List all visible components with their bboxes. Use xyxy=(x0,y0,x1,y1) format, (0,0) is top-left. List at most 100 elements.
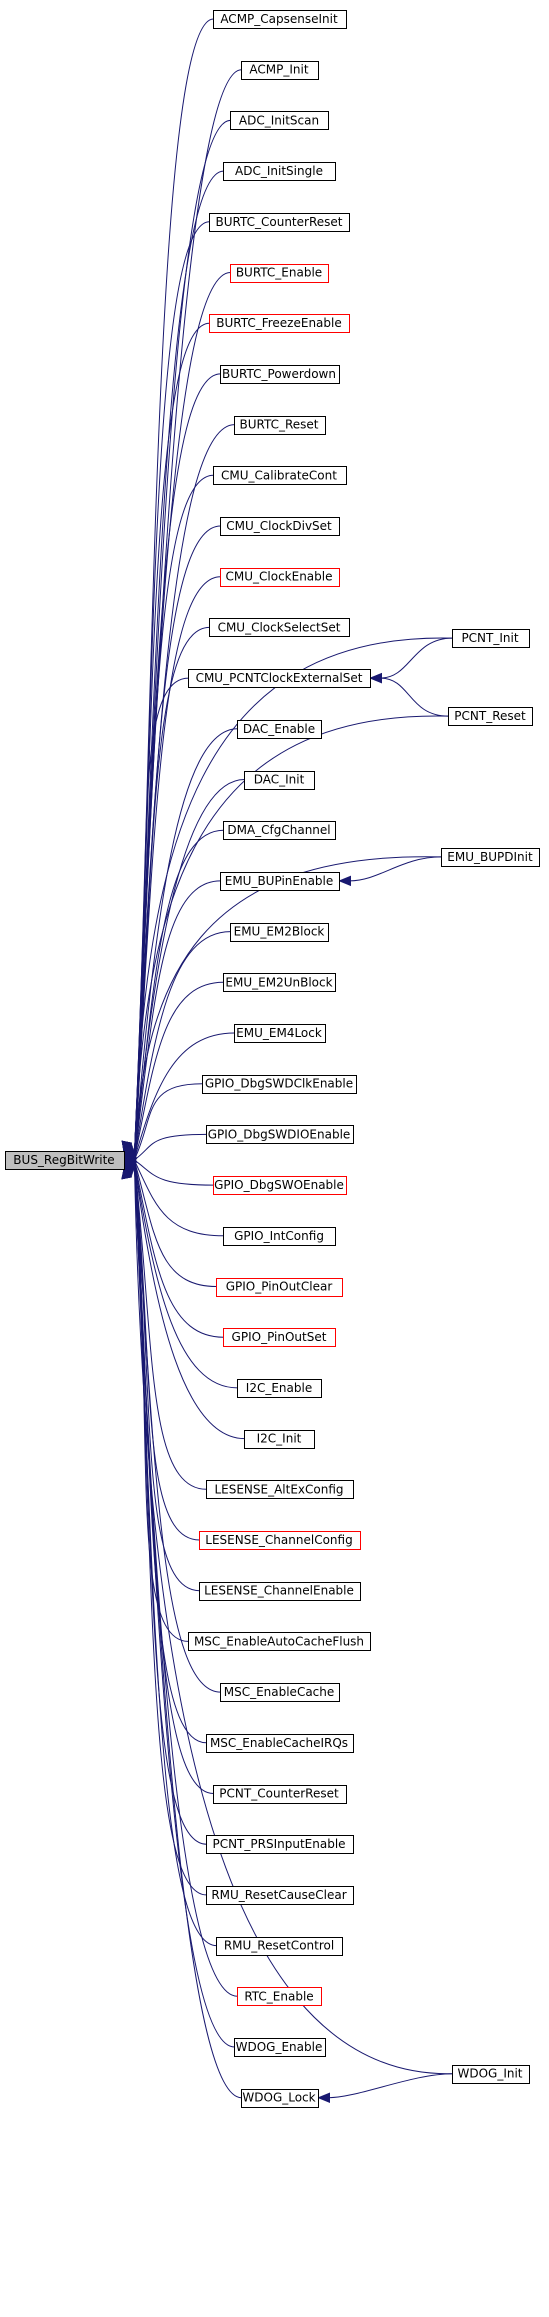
node-box xyxy=(213,466,347,485)
node-burtc-freezeenable[interactable]: BURTC_FreezeEnable xyxy=(209,314,350,333)
node-lesense-altexconfig[interactable]: LESENSE_AltExConfig xyxy=(206,1480,354,1499)
node-label: ADC_InitScan xyxy=(239,113,319,127)
node-acmp-init[interactable]: ACMP_Init xyxy=(241,61,319,80)
node-box xyxy=(213,1176,347,1195)
node-cmu-pcntclockexternalset[interactable]: CMU_PCNTClockExternalSet xyxy=(188,669,371,688)
node-emu-bupdinit[interactable]: EMU_BUPDInit xyxy=(441,848,540,867)
node-acmp-capsenseinit[interactable]: ACMP_CapsenseInit xyxy=(213,10,347,29)
node-label: GPIO_DbgSWDClkEnable xyxy=(205,1077,353,1091)
node-gpio-dbgswoenable[interactable]: GPIO_DbgSWOEnable xyxy=(213,1176,347,1195)
node-emu-em4lock[interactable]: EMU_EM4Lock xyxy=(234,1024,326,1043)
node-box xyxy=(206,1480,354,1499)
node-cmu-clockenable[interactable]: CMU_ClockEnable xyxy=(220,568,340,587)
edge-cmu-clockdivset xyxy=(134,525,221,1155)
node-dma-cfgchannel[interactable]: DMA_CfgChannel xyxy=(223,821,336,840)
node-box xyxy=(220,517,340,536)
node-label: RMU_ResetControl xyxy=(224,1939,334,1953)
node-box xyxy=(452,629,530,648)
node-label: BURTC_CounterReset xyxy=(216,215,343,229)
edge-i2c-enable xyxy=(134,1161,238,1389)
node-wdog-lock[interactable]: WDOG_Lock xyxy=(241,2089,319,2108)
node-lesense-channelenable[interactable]: LESENSE_ChannelEnable xyxy=(199,1582,361,1601)
edge-emu-bupinenable xyxy=(134,880,221,1158)
node-box xyxy=(188,1632,371,1651)
node-msc-enablecacheirqs[interactable]: MSC_EnableCacheIRQs xyxy=(206,1734,354,1753)
node-pcnt-init[interactable]: PCNT_Init xyxy=(452,629,530,648)
node-gpio-dbgswdioenable[interactable]: GPIO_DbgSWDIOEnable xyxy=(206,1125,354,1144)
node-pcnt-prsinputenable[interactable]: PCNT_PRSInputEnable xyxy=(206,1835,354,1854)
node-box xyxy=(223,1227,336,1246)
node-label: WDOG_Lock xyxy=(242,2091,315,2105)
node-label: GPIO_DbgSWOEnable xyxy=(214,1178,344,1192)
node-dac-init[interactable]: DAC_Init xyxy=(244,771,315,790)
node-box xyxy=(244,771,315,790)
node-box xyxy=(230,923,329,942)
edge-dac-enable xyxy=(134,728,238,1157)
node-burtc-enable[interactable]: BURTC_Enable xyxy=(230,264,329,283)
node-label: BURTC_Powerdown xyxy=(222,367,336,381)
node-label: CMU_CalibrateCont xyxy=(221,468,337,482)
node-wdog-enable[interactable]: WDOG_Enable xyxy=(234,2038,326,2057)
node-label: PCNT_Init xyxy=(461,631,518,645)
node-label: GPIO_IntConfig xyxy=(234,1229,324,1243)
node-pcnt-counterreset[interactable]: PCNT_CounterReset xyxy=(213,1785,347,1804)
node-i2c-enable[interactable]: I2C_Enable xyxy=(237,1379,322,1398)
edge-i2c-init xyxy=(134,1162,245,1440)
node-label: DAC_Enable xyxy=(243,722,315,736)
node-i2c-init[interactable]: I2C_Init xyxy=(244,1430,315,1449)
node-cmu-clockdivset[interactable]: CMU_ClockDivSet xyxy=(220,517,340,536)
node-pcnt-reset[interactable]: PCNT_Reset xyxy=(448,707,533,726)
node-dac-enable[interactable]: DAC_Enable xyxy=(237,720,322,739)
node-rtc-enable[interactable]: RTC_Enable xyxy=(237,1987,322,2006)
edge-pcnt-init-to-root xyxy=(134,637,453,1156)
node-burtc-powerdown[interactable]: BURTC_Powerdown xyxy=(220,365,340,384)
node-bus-regbitwrite[interactable]: BUS_RegBitWrite xyxy=(5,1151,125,1170)
arrow-wdog-init-to-wdog-lock xyxy=(317,2092,330,2103)
node-rmu-resetcauseclear[interactable]: RMU_ResetCauseClear xyxy=(206,1886,354,1905)
node-label: BURTC_FreezeEnable xyxy=(216,316,342,330)
edge-wdog-init-to-wdog-lock xyxy=(328,2073,453,2099)
node-gpio-dbgswdclkenable[interactable]: GPIO_DbgSWDClkEnable xyxy=(202,1075,357,1094)
edge-acmp-capsenseinit xyxy=(134,18,214,1154)
node-cmu-clockselectset[interactable]: CMU_ClockSelectSet xyxy=(209,618,350,637)
node-label: ACMP_Init xyxy=(249,63,308,77)
node-burtc-reset[interactable]: BURTC_Reset xyxy=(234,416,326,435)
node-gpio-pinoutset[interactable]: GPIO_PinOutSet xyxy=(223,1328,336,1347)
node-gpio-intconfig[interactable]: GPIO_IntConfig xyxy=(223,1227,336,1246)
node-label: GPIO_PinOutClear xyxy=(226,1280,333,1294)
edge-rmu-resetcontrol xyxy=(134,1166,217,1947)
node-box xyxy=(448,707,533,726)
node-emu-em2block[interactable]: EMU_EM2Block xyxy=(230,923,329,942)
node-box xyxy=(237,720,322,739)
node-adc-initsingle[interactable]: ADC_InitSingle xyxy=(223,162,336,181)
node-box xyxy=(230,264,329,283)
node-box xyxy=(241,61,319,80)
node-label: BUS_RegBitWrite xyxy=(13,1153,114,1167)
node-emu-em2unblock[interactable]: EMU_EM2UnBlock xyxy=(223,973,336,992)
node-cmu-calibratecont[interactable]: CMU_CalibrateCont xyxy=(213,466,347,485)
node-rmu-resetcontrol[interactable]: RMU_ResetControl xyxy=(216,1937,343,1956)
node-box xyxy=(209,618,350,637)
node-box xyxy=(241,2089,319,2108)
edge-emu-em4lock xyxy=(134,1032,235,1160)
edge-burtc-reset xyxy=(134,424,235,1154)
node-label: RMU_ResetCauseClear xyxy=(211,1888,346,1902)
node-wdog-init[interactable]: WDOG_Init xyxy=(452,2065,530,2084)
edges-layer xyxy=(121,18,453,2103)
node-gpio-pinoutclear[interactable]: GPIO_PinOutClear xyxy=(216,1278,343,1297)
node-adc-initscan[interactable]: ADC_InitScan xyxy=(230,111,329,130)
node-label: MSC_EnableAutoCacheFlush xyxy=(194,1634,364,1648)
node-label: EMU_BUPinEnable xyxy=(225,874,334,888)
node-lesense-channelconfig[interactable]: LESENSE_ChannelConfig xyxy=(199,1531,361,1550)
node-burtc-counterreset[interactable]: BURTC_CounterReset xyxy=(209,213,350,232)
node-msc-enableautocacheflush[interactable]: MSC_EnableAutoCacheFlush xyxy=(188,1632,371,1651)
node-label: ACMP_CapsenseInit xyxy=(220,12,338,26)
node-label: MSC_EnableCache xyxy=(224,1685,335,1699)
node-emu-bupinenable[interactable]: EMU_BUPinEnable xyxy=(220,872,340,891)
node-box xyxy=(234,2038,326,2057)
node-box xyxy=(220,365,340,384)
node-box xyxy=(223,1328,336,1347)
edge-burtc-freezeenable xyxy=(134,322,210,1154)
node-msc-enablecache[interactable]: MSC_EnableCache xyxy=(220,1683,340,1702)
